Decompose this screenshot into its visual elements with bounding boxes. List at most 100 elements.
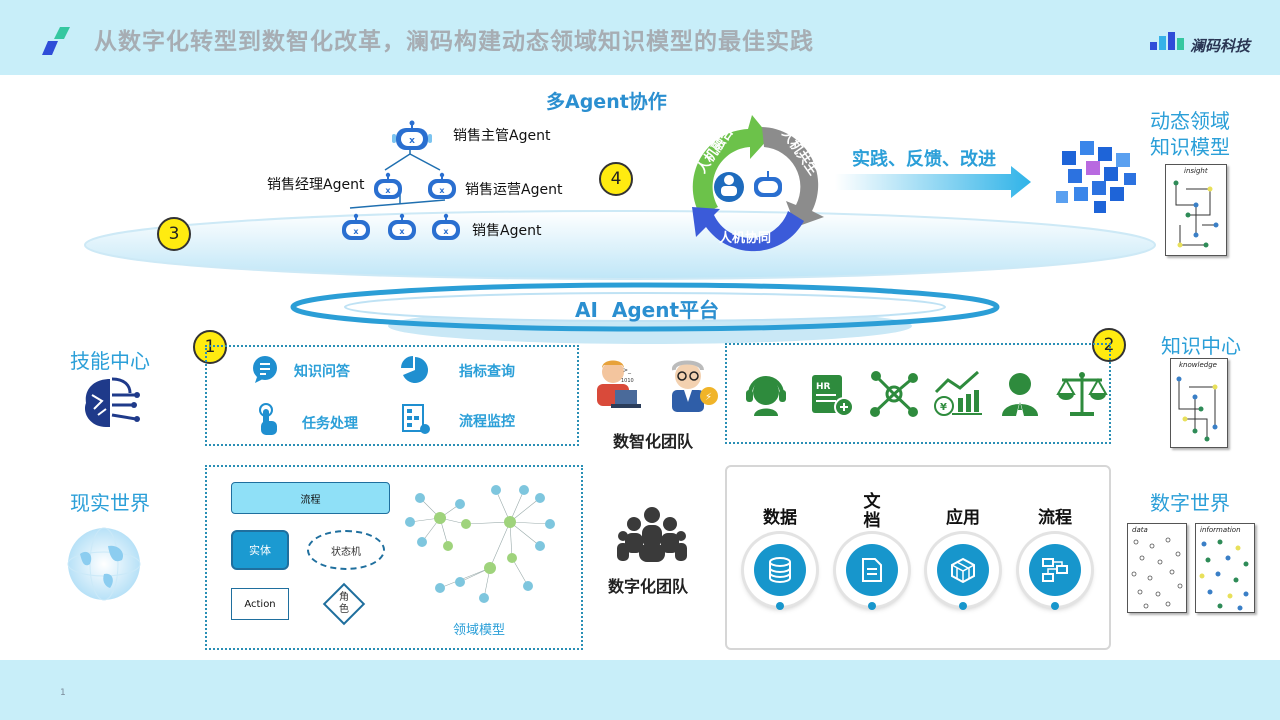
agent-sales-label: 销售Agent [472, 223, 542, 239]
svg-text:x: x [443, 227, 449, 236]
human-machine-cycle-diagram [692, 115, 824, 252]
svg-text:x: x [353, 227, 359, 236]
dw-data-label: 数据 [763, 508, 797, 528]
dw-dot [1051, 602, 1059, 610]
dw-dot [959, 602, 967, 610]
hr-document-icon: HR [812, 375, 854, 417]
skill-metrics-label: 指标查询 [459, 364, 515, 380]
digital-intel-team-label: 数智化团队 [613, 432, 694, 451]
user-profile-icon [1002, 373, 1038, 416]
scientist-avatar-icon: ⚡ [672, 360, 718, 412]
digital-world-box [725, 465, 1111, 650]
svg-text:x: x [385, 186, 391, 195]
workflow-icon [1042, 558, 1068, 582]
real-world-label: 现实世界 [70, 491, 150, 515]
robot-icon: x [388, 213, 416, 240]
robot-icon: x [432, 213, 460, 240]
headset-support-icon [746, 376, 786, 416]
app-cube-icon [951, 557, 975, 583]
domain-model-box [205, 465, 583, 650]
logo-icon [42, 27, 70, 55]
data-sketch: data [1127, 523, 1187, 613]
action-block: Action [231, 588, 289, 620]
robot-icon: x [392, 120, 432, 150]
dw-flow-label: 流程 [1038, 508, 1072, 528]
information-sketch-title: information [1200, 526, 1241, 534]
dw-dot [868, 602, 876, 610]
information-dots-icon [1199, 539, 1249, 611]
knowledge-center-label: 知识中心 [1161, 334, 1241, 358]
footer-bar [0, 660, 1280, 720]
platform-label: AI Agent平台 [575, 298, 720, 322]
svg-text:x: x [399, 227, 405, 236]
dynamic-model-label: 动态领域 知识模型 [1150, 109, 1230, 159]
knowledge-center-box [725, 343, 1111, 444]
data-sketch-title: data [1132, 526, 1148, 534]
robot-icon: x [374, 172, 402, 199]
insight-graph-icon [1173, 180, 1219, 248]
flow-monitor-icon [402, 404, 430, 434]
skill-task-label: 任务处理 [302, 416, 358, 432]
marker-4: 4 [599, 162, 633, 196]
svg-text:x: x [439, 186, 445, 195]
insight-sketch: insight [1165, 164, 1227, 256]
team-group-icon [617, 507, 687, 562]
brain-circuit-icon [84, 377, 140, 427]
database-icon [769, 557, 791, 583]
insight-sketch-title: insight [1184, 167, 1208, 175]
chat-bubble-icon [253, 356, 277, 383]
dw-dot [776, 602, 784, 610]
scales-law-icon [1056, 372, 1108, 416]
dw-app-node [927, 534, 999, 606]
agent-manager-label: 销售主管Agent [453, 128, 551, 144]
skill-flow-label: 流程监控 [459, 414, 515, 430]
brand-logo-icon [1150, 32, 1184, 50]
robot-icon: x [342, 213, 370, 240]
svg-text:>_: >_ [623, 367, 632, 374]
dw-doc-label: 文 档 [863, 492, 881, 531]
dw-doc-node [836, 534, 908, 606]
pie-chart-icon [401, 356, 428, 383]
cube-cluster-icon [1056, 141, 1136, 213]
multi-agent-title: 多Agent协作 [546, 91, 667, 113]
finance-chart-icon: ¥ [934, 370, 982, 416]
flow-block: 流程 [231, 482, 390, 514]
information-sketch: information [1195, 523, 1255, 613]
svg-text:⚡: ⚡ [705, 392, 712, 403]
svg-text:¥: ¥ [940, 402, 947, 413]
practice-arrow-icon [835, 166, 1031, 198]
agent-sales-ops-label: 销售运营Agent [465, 182, 563, 198]
network-nodes-icon [870, 371, 918, 417]
digital-world-label: 数字世界 [1150, 491, 1230, 515]
dw-app-label: 应用 [946, 508, 980, 528]
collaboration-ellipse [84, 210, 1156, 280]
header-bar [0, 0, 1280, 75]
knowledge-sketch-title: knowledge [1179, 361, 1217, 369]
skill-center-label: 技能中心 [70, 349, 150, 373]
practice-label: 实践、反馈、改进 [852, 149, 996, 170]
document-icon [862, 558, 882, 582]
dw-flow-node [1019, 534, 1091, 606]
svg-text:1010: 1010 [621, 378, 634, 384]
marker-3: 3 [157, 217, 191, 251]
skill-qa-label: 知识问答 [294, 364, 350, 380]
entity-block: 实体 [231, 530, 289, 570]
cycle-collab-label: 人机协同 [719, 231, 772, 246]
knowledge-graph-icon [1176, 376, 1218, 442]
page-number: 1 [60, 688, 66, 698]
robot-icon: x [428, 172, 456, 199]
svg-text:HR: HR [816, 382, 831, 392]
role-label: 角 色 [339, 592, 349, 615]
skill-center-box [205, 345, 579, 446]
knowledge-sketch: knowledge [1170, 358, 1228, 448]
hand-tap-icon [259, 403, 277, 435]
svg-text:x: x [409, 136, 415, 146]
digital-team-label: 数字化团队 [608, 577, 689, 596]
state-machine-block: 状态机 [307, 530, 385, 570]
domain-model-caption: 领域模型 [453, 623, 506, 638]
dw-data-node [744, 534, 816, 606]
domain-network-graph [405, 485, 555, 603]
platform-ellipse [290, 282, 1000, 344]
globe-icon [67, 527, 141, 601]
marker-1: 1 [193, 330, 227, 364]
